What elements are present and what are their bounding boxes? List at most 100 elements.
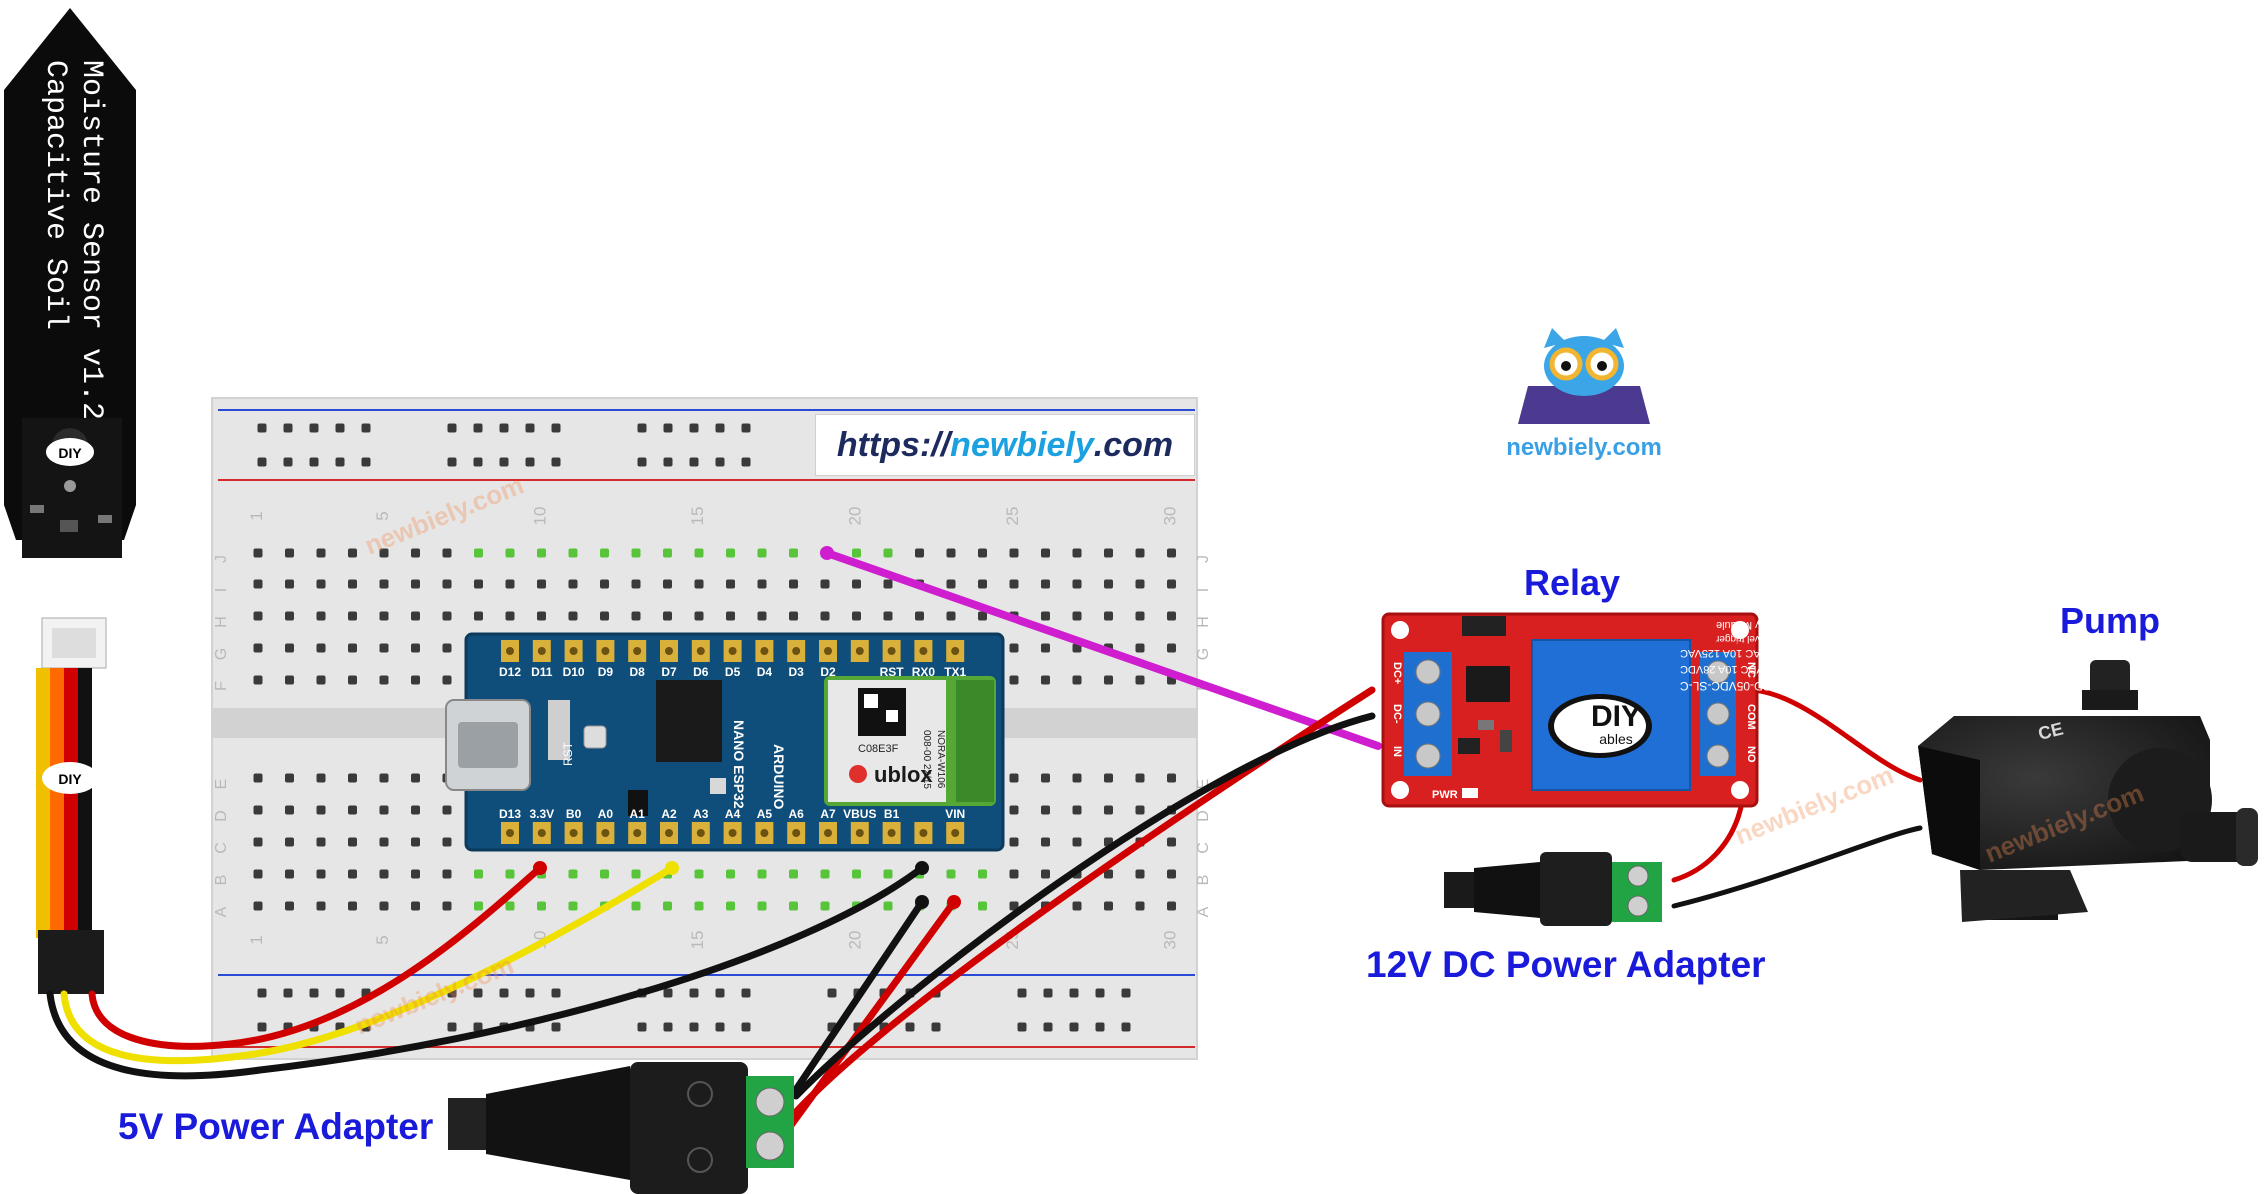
rail-hole (473, 457, 483, 467)
rail-hole (361, 423, 371, 433)
breadboard-hole (537, 579, 546, 589)
rail-hole (335, 423, 345, 433)
rail-hole (257, 988, 267, 998)
breadboard-hole (253, 773, 263, 783)
breadboard-hole (285, 675, 294, 685)
breadboard-hole (1167, 869, 1176, 879)
relay-part: SRD-05VDC-SL-C (1680, 679, 1780, 693)
relay-label: Relay (1524, 562, 1621, 603)
breadboard-hole (505, 611, 515, 621)
relay-pin-label: DC+ (1391, 662, 1403, 684)
rail-hole (663, 1022, 673, 1032)
rail-hole (663, 988, 673, 998)
breadboard-hole (1009, 869, 1019, 879)
breadboard-hole (1009, 579, 1019, 589)
breadboard-hole (1167, 579, 1176, 589)
rail-hole (473, 1022, 483, 1032)
breadboard-hole (600, 548, 609, 558)
nano-pin-label: D2 (820, 665, 836, 679)
rail-hole (741, 1022, 751, 1032)
relay-brand2: ables (1599, 731, 1632, 747)
board-model: NANO ESP32 (731, 720, 747, 809)
breadboard-hole (1135, 611, 1145, 621)
breadboard-hole (411, 805, 420, 815)
breadboard-hole (285, 611, 294, 621)
breadboard-hole (694, 611, 704, 621)
newbiely-logo (1518, 328, 1650, 424)
breadboard-hole (505, 901, 515, 911)
breadboard-hole (474, 901, 483, 911)
relay-pin-label: NC (1745, 662, 1757, 678)
nano-pin-label: A1 (630, 807, 646, 821)
breadboard-hole (474, 869, 483, 879)
rail-hole (525, 988, 535, 998)
breadboard-hole (537, 901, 546, 911)
breadboard-hole (694, 869, 704, 879)
breadboard-hole (726, 611, 735, 621)
row-letter: D (213, 810, 230, 822)
rail-hole (361, 457, 371, 467)
relay-brand: DIY (1591, 700, 1641, 733)
nano-pin-label: A4 (725, 807, 741, 821)
module-code3: NORA-W106 (935, 730, 946, 789)
breadboard-hole (852, 548, 861, 558)
breadboard-hole (379, 805, 389, 815)
breadboard-hole (789, 901, 798, 911)
breadboard-hole (631, 901, 641, 911)
breadboard-hole (411, 548, 420, 558)
breadboard-hole (789, 869, 798, 879)
breadboard-hole (316, 579, 326, 589)
breadboard-hole (978, 548, 987, 558)
breadboard-hole (852, 579, 861, 589)
sensor-brand: DIY (58, 445, 82, 461)
rail-hole (525, 423, 535, 433)
breadboard-hole (379, 548, 389, 558)
rail-hole (335, 988, 345, 998)
breadboard-hole (285, 773, 294, 783)
rail-hole (931, 1022, 941, 1032)
breadboard-hole (1135, 675, 1145, 685)
breadboard-hole (253, 611, 263, 621)
column-number: 15 (688, 931, 707, 950)
rail-hole (741, 457, 751, 467)
rail-hole (637, 457, 647, 467)
breadboard-hole (946, 579, 956, 589)
rail-hole (905, 1022, 915, 1032)
breadboard-hole (411, 837, 420, 847)
breadboard-hole (505, 579, 515, 589)
rail-hole (551, 457, 561, 467)
breadboard-hole (1041, 773, 1050, 783)
rail-hole (309, 988, 319, 998)
pump-label: Pump (2060, 600, 2161, 641)
rail-hole (473, 423, 483, 433)
breadboard-hole (316, 869, 326, 879)
breadboard-hole (1072, 579, 1082, 589)
breadboard-hole (820, 579, 830, 589)
breadboard-hole (1135, 548, 1145, 558)
breadboard-hole (285, 869, 294, 879)
nano-pin-label: D5 (725, 665, 741, 679)
site-url[interactable]: https://newbiely.com (815, 414, 1195, 476)
breadboard-hole (442, 643, 452, 653)
breadboard-hole (411, 869, 420, 879)
breadboard-hole (757, 548, 767, 558)
rail-hole (1069, 988, 1079, 998)
breadboard-hole (852, 869, 861, 879)
breadboard-hole (505, 548, 515, 558)
nano-pin-label: A7 (820, 807, 836, 821)
rail-hole (309, 423, 319, 433)
breadboard-hole (726, 901, 735, 911)
breadboard-hole (442, 611, 452, 621)
breadboard-hole (1041, 869, 1050, 879)
sensor-label-line2: Moisture Sensor v1.2 (74, 60, 108, 420)
rail-hole (335, 457, 345, 467)
nano-pin-label: D3 (789, 665, 805, 679)
column-number: 1 (247, 935, 266, 944)
breadboard-hole (1135, 579, 1145, 589)
breadboard-hole (474, 579, 483, 589)
rail-hole (637, 1022, 647, 1032)
breadboard-hole (1167, 837, 1176, 847)
nano-pin-label: D6 (693, 665, 709, 679)
breadboard-hole (411, 643, 420, 653)
breadboard-hole (1072, 548, 1082, 558)
